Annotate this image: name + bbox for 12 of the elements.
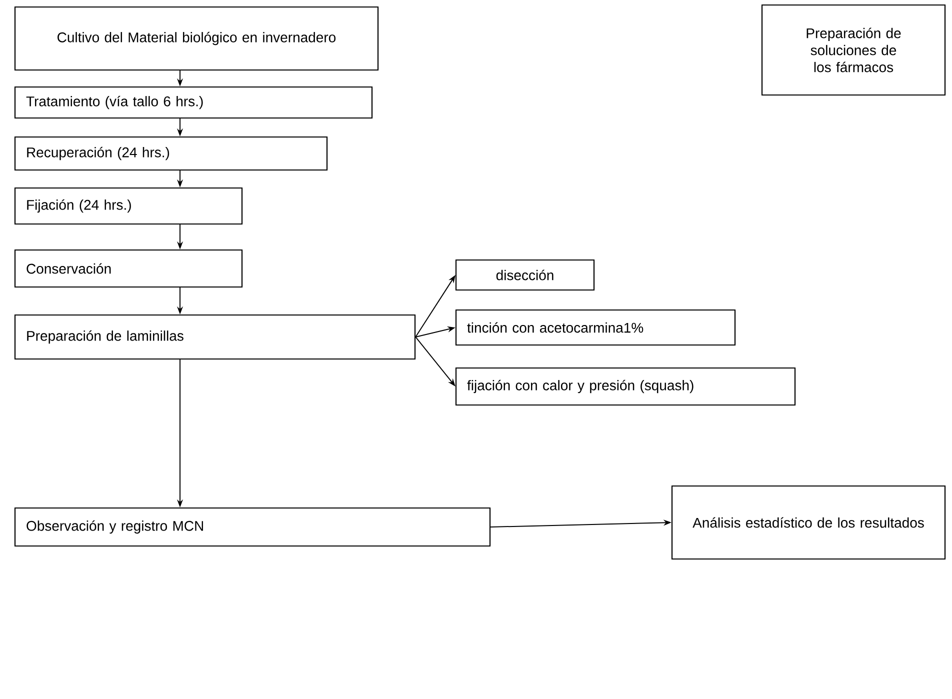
process-box: Conservación: [14, 249, 243, 288]
process-box: Recuperación (24 hrs.): [14, 136, 328, 171]
process-box: disección: [455, 259, 595, 291]
process-box: Fijación (24 hrs.): [14, 187, 243, 225]
process-box: Análisis estadístico de los resultados: [671, 485, 946, 560]
process-box: Preparación de laminillas: [14, 314, 416, 360]
process-box: Tratamiento (vía tallo 6 hrs.): [14, 86, 373, 119]
process-box: tinción con acetocarmina1%: [455, 309, 736, 346]
process-box: Preparación de soluciones de los fármacos: [761, 4, 946, 96]
process-box: fijación con calor y presión (squash): [455, 367, 796, 406]
process-box: Observación y registro MCN: [14, 507, 491, 547]
process-box: Cultivo del Material biológico en invernadero: [14, 6, 379, 71]
